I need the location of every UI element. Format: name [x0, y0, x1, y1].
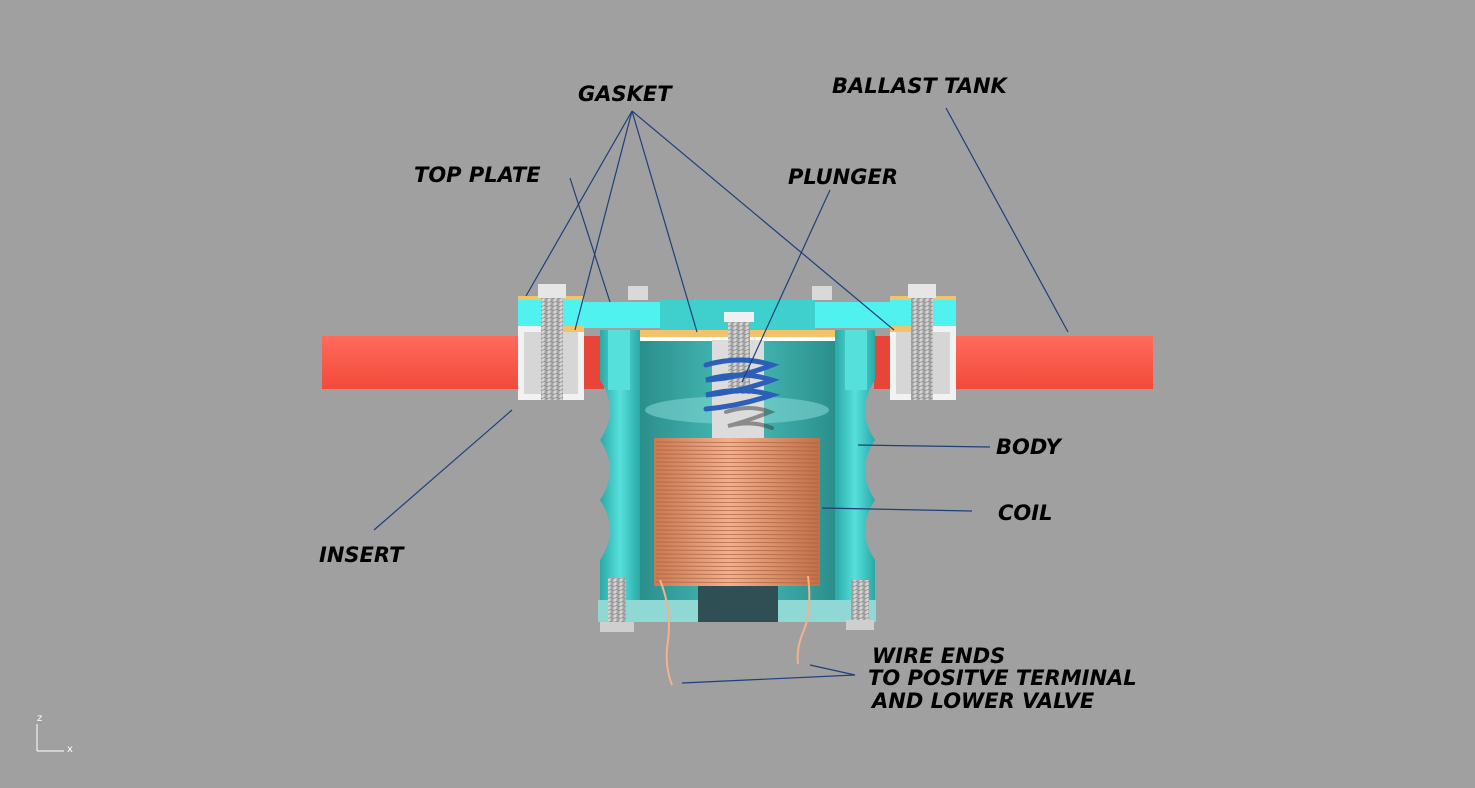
axis-indicator [36, 724, 64, 752]
coil-winding [655, 497, 819, 500]
coil-winding [655, 513, 819, 516]
coil-winding [655, 549, 819, 552]
coil-winding [655, 569, 819, 572]
coil-winding [655, 457, 819, 460]
coil-winding [655, 481, 819, 484]
coil-winding [655, 465, 819, 468]
axis-x-label: x [67, 744, 73, 755]
label-body: BODY [996, 435, 1061, 459]
coil-winding [655, 501, 819, 504]
label-top-plate: TOP PLATE [414, 163, 541, 187]
bolt [538, 284, 936, 632]
coil-winding [655, 493, 819, 496]
coil-winding [655, 577, 819, 580]
coil-winding [655, 565, 819, 568]
coil-winding [655, 485, 819, 488]
coil-winding [655, 557, 819, 560]
coil-winding [655, 553, 819, 556]
coil-winding [655, 517, 819, 520]
coil-winding [655, 529, 819, 532]
ballast-tank [322, 336, 1153, 389]
coil-winding [655, 453, 819, 456]
label-coil: COIL [998, 501, 1053, 525]
label-wire-ends-line1: WIRE ENDS [872, 644, 1006, 668]
coil-winding [655, 541, 819, 544]
coil-winding [655, 525, 819, 528]
spring [703, 357, 781, 430]
coil-winding [655, 469, 819, 472]
coil-winding [655, 545, 819, 548]
coil-winding [655, 537, 819, 540]
wire-ends [659, 575, 811, 686]
label-wire-ends-line2: TO POSITVE TERMINAL [868, 666, 1137, 690]
leader-lines [373, 107, 1069, 684]
coil-winding [655, 445, 819, 448]
coil-winding [655, 477, 819, 480]
label-wire-ends-line3: AND LOWER VALVE [872, 689, 1095, 713]
coil-winding [655, 461, 819, 464]
label-ballast-tank: BALLAST TANK [832, 74, 1007, 98]
label-insert: INSERT [319, 543, 404, 567]
axis-z-label: z [37, 713, 43, 724]
coil-winding [655, 521, 819, 524]
coil-winding [655, 561, 819, 564]
coil-winding [655, 509, 819, 512]
coil-winding [655, 505, 819, 508]
coil-winding [655, 449, 819, 452]
coil-winding [655, 441, 819, 444]
label-plunger: PLUNGER [788, 165, 899, 189]
label-gasket: GASKET [578, 82, 672, 106]
coil-winding [655, 573, 819, 576]
coil-winding [655, 473, 819, 476]
coil-winding [655, 489, 819, 492]
coil-winding [655, 533, 819, 536]
coil [654, 438, 820, 586]
coil-winding [655, 581, 819, 584]
